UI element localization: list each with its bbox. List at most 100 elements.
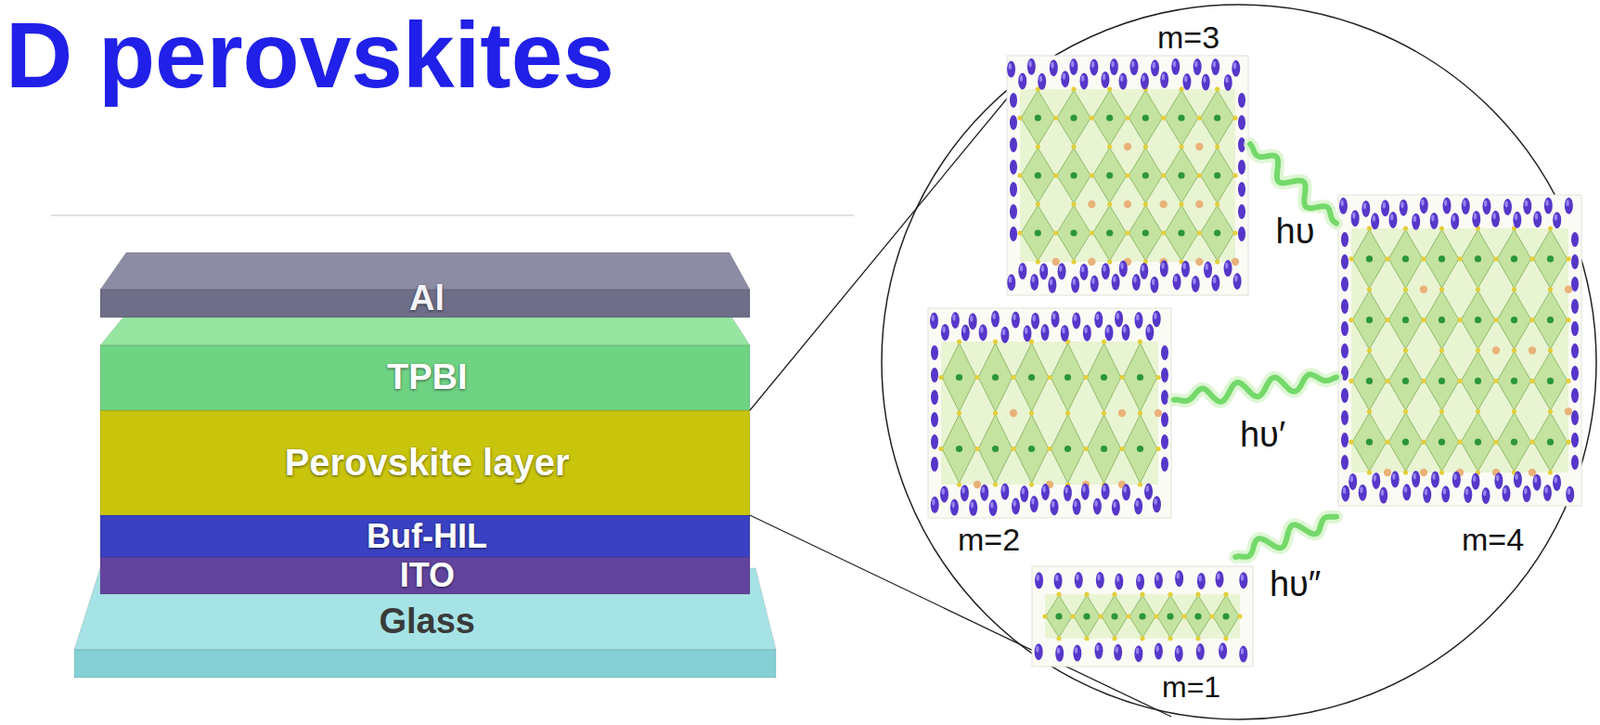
- cation-highlight: [1064, 487, 1068, 494]
- halide-atom: [1348, 439, 1354, 445]
- a-site-cation: [1492, 346, 1500, 354]
- cation-highlight: [1380, 489, 1384, 496]
- organic-cation: [1072, 645, 1082, 662]
- organic-cation: [1113, 644, 1123, 661]
- halide-atom: [1070, 613, 1075, 619]
- organic-cation: [991, 310, 1000, 328]
- organic-cation: [1034, 643, 1044, 660]
- organic-cation: [1174, 645, 1184, 662]
- halide-atom: [1065, 410, 1071, 415]
- cation-highlight: [1234, 275, 1238, 283]
- metal-atom: [1366, 255, 1373, 262]
- halide-atom: [1214, 143, 1220, 149]
- organic-cation: [1134, 497, 1143, 515]
- organic-cation: [1006, 273, 1016, 291]
- organic-cation: [1422, 486, 1432, 504]
- crystal-frame: [928, 308, 1172, 518]
- energy-transfer-wave: [1174, 374, 1337, 401]
- metal-atom: [1064, 445, 1071, 452]
- octahedron: [1496, 290, 1532, 349]
- octahedron: [1128, 147, 1162, 204]
- halide-atom: [1403, 286, 1408, 292]
- cation-highlight: [1212, 61, 1216, 68]
- octahedron: [1424, 290, 1459, 349]
- metal-atom: [1034, 171, 1042, 179]
- metal-atom: [1547, 316, 1554, 323]
- halide-atom: [1511, 409, 1517, 414]
- cation-highlight: [1404, 486, 1407, 493]
- organic-cation: [1224, 74, 1233, 91]
- halide-atom: [993, 481, 998, 487]
- halide-atom: [1493, 439, 1498, 445]
- organic-cation: [1533, 474, 1542, 491]
- layer-name: TPBI: [387, 358, 468, 398]
- cation-highlight: [1452, 215, 1456, 222]
- organic-cation: [1150, 59, 1160, 77]
- organic-cation: [1218, 642, 1227, 659]
- halide-atom: [1529, 439, 1535, 445]
- metal-atom: [1070, 114, 1077, 121]
- organic-cation: [1431, 470, 1440, 488]
- cation-highlight: [1173, 60, 1176, 67]
- organic-cation: [1149, 276, 1159, 294]
- metal-atom: [1438, 377, 1446, 385]
- metal-atom: [1083, 612, 1090, 620]
- halide-atom: [1214, 201, 1220, 207]
- octahedron: [1057, 90, 1091, 146]
- cation-highlight: [1233, 62, 1237, 69]
- organic-cation: [1203, 261, 1213, 279]
- cation-highlight: [1074, 646, 1078, 654]
- halide-atom: [1457, 378, 1462, 384]
- cation-highlight: [931, 498, 935, 505]
- organic-cation: [1139, 262, 1149, 280]
- halide-atom: [1439, 348, 1445, 353]
- organic-cation: [1060, 324, 1070, 342]
- organic-cation: [1522, 485, 1532, 503]
- organic-cation: [1224, 259, 1233, 277]
- organic-cation: [1513, 471, 1523, 489]
- layer-name: Buf-HIL: [366, 517, 488, 555]
- organic-cation: [1571, 321, 1579, 336]
- metal-atom: [1177, 229, 1185, 236]
- metal-atom: [1547, 377, 1554, 385]
- metal-atom: [1106, 229, 1113, 236]
- title-rule: [51, 214, 854, 216]
- cation-highlight: [1194, 61, 1198, 68]
- a-site-cation: [1087, 258, 1096, 266]
- cation-highlight: [1465, 488, 1469, 495]
- halide-atom: [1070, 258, 1076, 264]
- halide-atom: [1101, 338, 1107, 344]
- halide-atom: [1124, 172, 1130, 178]
- cation-highlight: [970, 501, 974, 508]
- perovskite-phase: m=2: [928, 306, 1175, 559]
- cation-highlight: [1122, 326, 1126, 334]
- cation-highlight: [1096, 573, 1100, 581]
- organic-cation: [1009, 137, 1018, 153]
- halide-atom: [1548, 225, 1553, 231]
- metal-atom: [1136, 445, 1144, 452]
- organic-cation: [1197, 572, 1206, 590]
- metal-atom: [1194, 612, 1201, 620]
- organic-cation: [979, 323, 988, 341]
- cation-highlight: [1002, 328, 1006, 336]
- octahedron: [1533, 290, 1568, 349]
- cation-highlight: [1116, 312, 1120, 320]
- octahedron: [1388, 290, 1423, 349]
- device-layer: Glass: [369, 599, 485, 645]
- cation-highlight: [1115, 645, 1119, 653]
- metal-atom: [1064, 374, 1071, 381]
- organic-cation: [1009, 115, 1018, 130]
- wave-line: [1250, 143, 1337, 223]
- cation-highlight: [1205, 263, 1209, 271]
- cation-highlight: [1535, 213, 1538, 220]
- organic-cation: [1000, 483, 1009, 501]
- organic-cation: [968, 312, 978, 330]
- metal-atom: [992, 374, 999, 381]
- organic-cation: [930, 345, 939, 361]
- metal-atom: [1166, 612, 1174, 620]
- octahedral-slab: [1045, 593, 1240, 639]
- device-layer: Al: [400, 276, 454, 322]
- organic-cation: [930, 496, 940, 514]
- organic-cation: [1101, 262, 1110, 280]
- cation-highlight: [1496, 475, 1499, 482]
